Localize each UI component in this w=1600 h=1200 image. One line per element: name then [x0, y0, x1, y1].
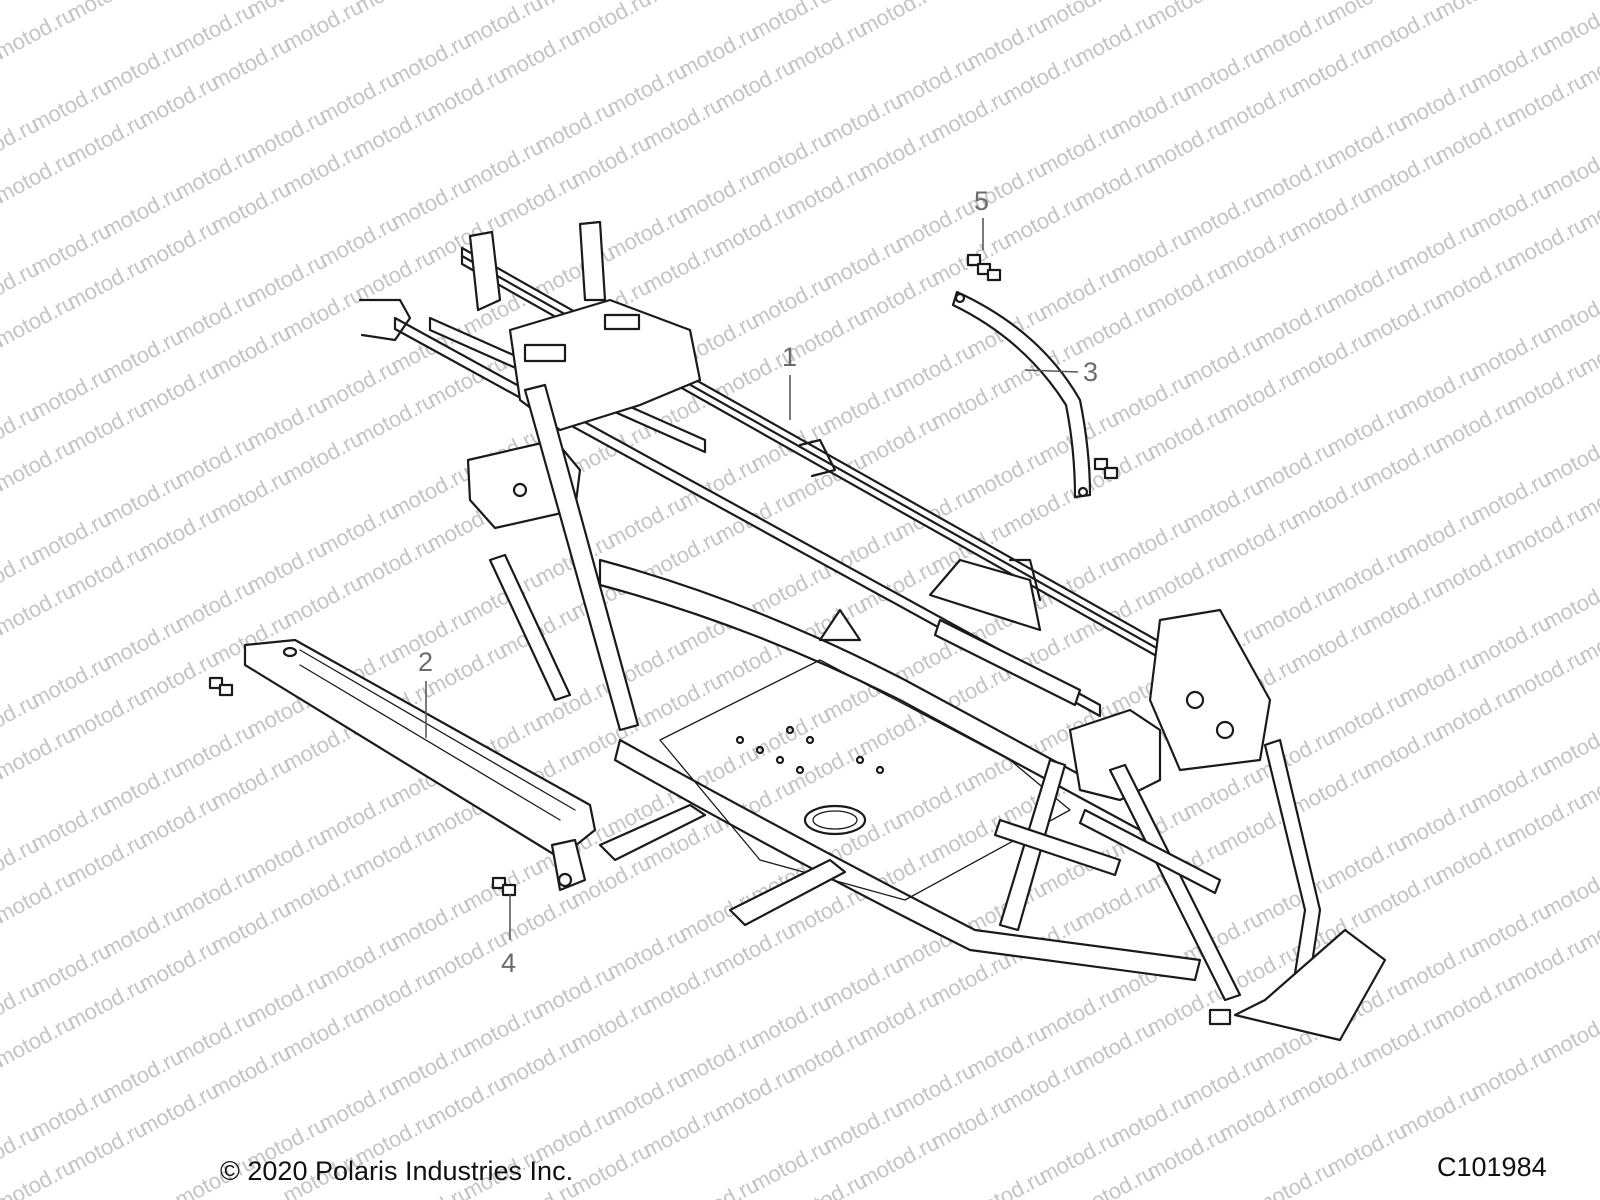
- callout-1: 1: [782, 342, 797, 372]
- side-rail-part: [243, 638, 597, 892]
- watermark-text: motod.ru: [1539, 1004, 1600, 1067]
- figure-id: C101984: [1437, 1152, 1547, 1182]
- watermark-text: motod.ru: [279, 0, 367, 56]
- watermark-text: motod.ru: [351, 0, 439, 18]
- watermark-text: motod.ru: [639, 0, 727, 10]
- watermark-text: motod.ru: [1539, 428, 1600, 491]
- copyright-text: © 2020 Polaris Industries Inc.: [220, 1156, 574, 1186]
- watermark-text: motod.ru: [63, 0, 151, 26]
- watermark-text: motod.ru: [1539, 140, 1600, 203]
- fastener-bolts-top: [966, 253, 1119, 480]
- leader-lines: [425, 218, 1079, 940]
- callout-3: 3: [1083, 357, 1098, 387]
- watermark-text: motod.ru: [1143, 0, 1231, 32]
- watermark-text: motod.ru: [855, 0, 943, 40]
- main-frame-drawing: [358, 220, 1387, 1042]
- watermark-text: motod.ru: [927, 0, 1015, 2]
- callout-4: 4: [501, 948, 516, 978]
- callout-2: 2: [418, 647, 433, 677]
- brace-strap-part: [951, 290, 1092, 499]
- callout-labels: 1 2 3 4 5: [418, 186, 1098, 978]
- callout-5: 5: [974, 186, 989, 216]
- watermark-text: motod.ru: [1539, 860, 1600, 923]
- fastener-bolts-lower: [208, 676, 517, 897]
- watermark-text: motod.ru: [1539, 572, 1600, 635]
- watermark-text: motod.ru: [1431, 0, 1519, 24]
- watermark-text: motod.ru: [1539, 284, 1600, 347]
- watermark-text: motod.ru: [1539, 0, 1600, 58]
- watermark-text: motod.ru: [567, 0, 655, 48]
- watermark-text: motod.ru: [1539, 716, 1600, 779]
